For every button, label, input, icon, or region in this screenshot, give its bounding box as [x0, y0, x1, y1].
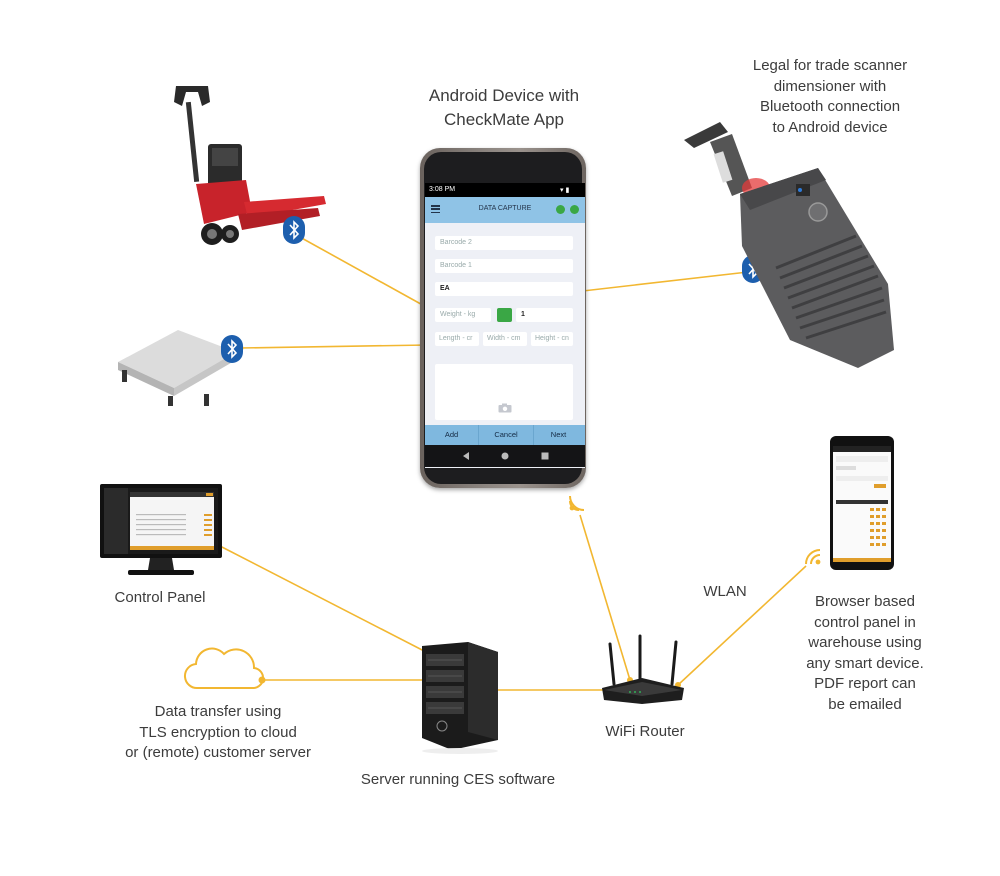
- cloud-icon: [184, 647, 264, 690]
- wlan-label: WLAN: [703, 583, 747, 600]
- browser-smart-device-image: [830, 436, 894, 570]
- status-dot-1: [556, 205, 565, 214]
- android-caption-line-2: CheckMate App: [443, 110, 564, 129]
- screen-title: DATA CAPTURE: [478, 205, 532, 212]
- line-scanner-to-phone: [573, 271, 749, 293]
- browser-caption-line-2: control panel in: [814, 613, 916, 631]
- quantity-field[interactable]: 1: [516, 308, 573, 322]
- uom-field[interactable]: EA: [435, 282, 573, 296]
- android-caption-line-1: Android Device with: [428, 86, 580, 105]
- server-tower-image: [422, 642, 498, 754]
- add-button[interactable]: Add: [444, 430, 459, 439]
- wifi-router-image: [602, 634, 684, 704]
- server-caption: Server running CES software: [360, 771, 556, 788]
- line-phone-to-router: [579, 514, 631, 681]
- line-scale-to-phone: [239, 344, 429, 349]
- control-panel-monitor-image: [100, 484, 222, 575]
- phone-screen: [425, 183, 585, 468]
- browser-caption-line-4: any smart device.: [806, 654, 924, 672]
- width-field[interactable]: Width - cm: [483, 332, 527, 346]
- wifi-router-caption: WiFi Router: [605, 723, 685, 740]
- browser-caption-line-1: Browser based: [814, 593, 916, 610]
- wifi-signal-icon: [805, 549, 821, 565]
- back-icon[interactable]: [461, 451, 471, 461]
- bluetooth-icon: [283, 216, 305, 244]
- browser-caption-line-3: warehouse using: [808, 634, 922, 651]
- control-panel-caption: Control Panel: [114, 589, 206, 606]
- menu-icon[interactable]: [431, 205, 440, 214]
- action-bar: Add Cancel Next: [425, 425, 585, 445]
- android-device-caption: Android Device with CheckMate App: [404, 84, 604, 132]
- cloud-caption: Data transfer using TLS encryption to cl…: [118, 702, 318, 764]
- scanner-caption: Legal for trade scanner dimensioner with…: [720, 56, 940, 138]
- android-nav-bar: [425, 445, 585, 467]
- next-button[interactable]: Next: [550, 430, 567, 439]
- cloud-caption-line-2: TLS encryption to cloud: [139, 723, 297, 741]
- scanner-dimensioner-image: [684, 122, 894, 368]
- browser-caption-line-5: PDF report can: [814, 675, 916, 692]
- status-bar: 3:08 PM: [425, 183, 585, 197]
- browser-caption: Browser based control panel in warehouse…: [790, 592, 940, 715]
- scanner-caption-line-1: Legal for trade scanner: [752, 57, 908, 74]
- scanner-caption-line-3: Bluetooth connection: [759, 98, 901, 115]
- home-icon[interactable]: [500, 451, 510, 461]
- weight-field[interactable]: Weight - kg: [435, 308, 491, 322]
- cloud-caption-line-3: or (remote) customer server: [125, 744, 311, 761]
- height-field[interactable]: Height - cn: [531, 332, 573, 346]
- line-monitor-to-server: [217, 544, 429, 654]
- cloud-caption-line-1: Data transfer using: [154, 703, 282, 720]
- status-dot-2: [570, 205, 579, 214]
- line-pallet-to-phone: [297, 235, 429, 309]
- cancel-button[interactable]: Cancel: [478, 425, 534, 445]
- line-router-to-tablet: [677, 565, 807, 686]
- barcode-1-field[interactable]: Barcode 1: [435, 259, 573, 273]
- recents-icon[interactable]: [540, 451, 550, 461]
- browser-caption-line-6: be emailed: [828, 695, 902, 713]
- camera-icon[interactable]: [498, 403, 512, 413]
- status-icons: ▾ ▮: [560, 187, 570, 194]
- platform-scale-image: [118, 330, 236, 406]
- wifi-signal-icon: [569, 495, 585, 511]
- bluetooth-icon: [221, 335, 243, 363]
- barcode-2-field[interactable]: Barcode 2: [435, 236, 573, 250]
- scanner-caption-line-2: dimensioner with: [773, 77, 887, 95]
- scanner-caption-line-4: to Android device: [772, 118, 888, 136]
- pallet-jack-scale-image: [174, 86, 326, 245]
- status-time: 3:08 PM: [429, 186, 456, 193]
- green-toggle[interactable]: [497, 308, 512, 322]
- app-bar: DATA CAPTURE: [425, 197, 585, 223]
- length-field[interactable]: Length - cr: [435, 332, 479, 346]
